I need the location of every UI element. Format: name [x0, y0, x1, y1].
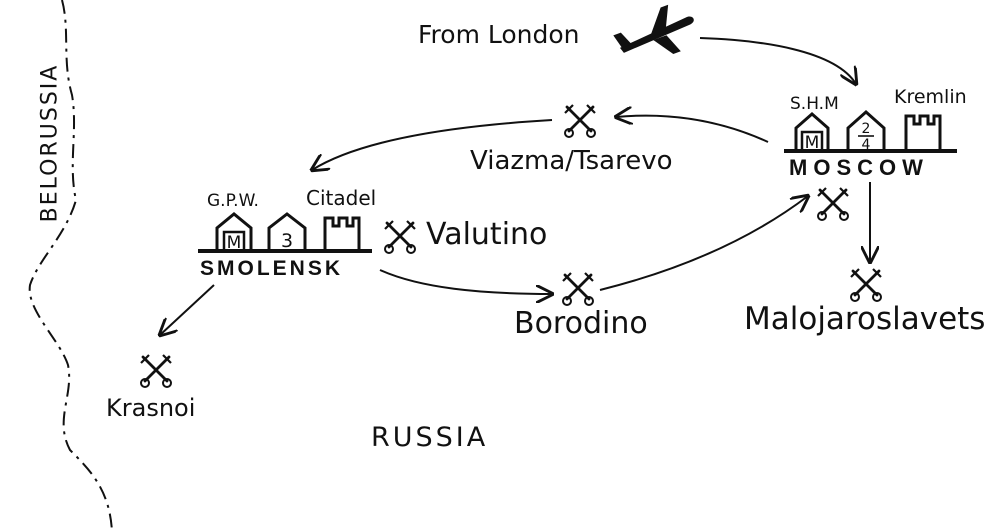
route-smolensk-krasnoi	[160, 284, 215, 335]
moscow-museum-mark: M	[805, 133, 820, 153]
moscow-hotel-mark-top: 2	[862, 121, 871, 137]
moscow-site-label-kremlin: Kremlin	[894, 86, 967, 108]
smolensk-hotel-mark: 3	[281, 230, 293, 252]
moscow-hotel-mark-bottom: 4	[862, 137, 871, 153]
malojaroslavets-swords-icon	[849, 267, 883, 303]
route-viazma-smolensk	[312, 119, 553, 170]
smolensk-hotel-icon: 3	[267, 212, 307, 252]
smolensk-museum-icon: M	[215, 212, 253, 253]
border-line	[28, 0, 113, 532]
moscow-site-label-shm: S.H.M	[790, 94, 839, 114]
route-smolensk-borodino	[379, 269, 552, 294]
krasnoi-swords-icon	[139, 353, 173, 389]
battle-label-krasnoi: Krasnoi	[106, 394, 196, 422]
battle-label-valutino: Valutino	[426, 217, 548, 252]
smolensk-museum-mark: M	[227, 233, 242, 253]
battle-label-viazma: Viazma/Tsarevo	[470, 146, 673, 176]
borodino-swords-icon	[561, 271, 595, 307]
country-label-russia: RUSSIA	[371, 422, 489, 453]
moscow-swords-icon	[816, 186, 850, 222]
route-borodino-moscow	[599, 196, 808, 291]
battle-label-borodino: Borodino	[514, 306, 648, 341]
moscow-fortress-icon	[904, 114, 942, 150]
smolensk-site-label-gpw: G.P.W.	[207, 191, 259, 211]
city-label-smolensk: SMOLENSK	[200, 257, 344, 280]
city-label-moscow: MOSCOW	[789, 155, 929, 180]
moscow-museum-icon: M	[794, 112, 830, 153]
valutino-swords-icon	[383, 219, 417, 255]
origin-label: From London	[418, 20, 580, 49]
battle-label-malojaroslavets: Malojaroslavets	[744, 301, 986, 337]
country-label-belorussia: BELORUSSIA	[37, 63, 63, 223]
airplane-icon	[613, 4, 694, 55]
route-london-moscow	[699, 37, 856, 84]
smolensk-fortress-icon	[323, 216, 361, 250]
viazma-swords-icon	[563, 103, 597, 139]
smolensk-site-label-citadel: Citadel	[306, 186, 377, 210]
route-moscow-viazma	[616, 116, 769, 143]
moscow-hotel-icon: 2 4	[846, 109, 886, 153]
